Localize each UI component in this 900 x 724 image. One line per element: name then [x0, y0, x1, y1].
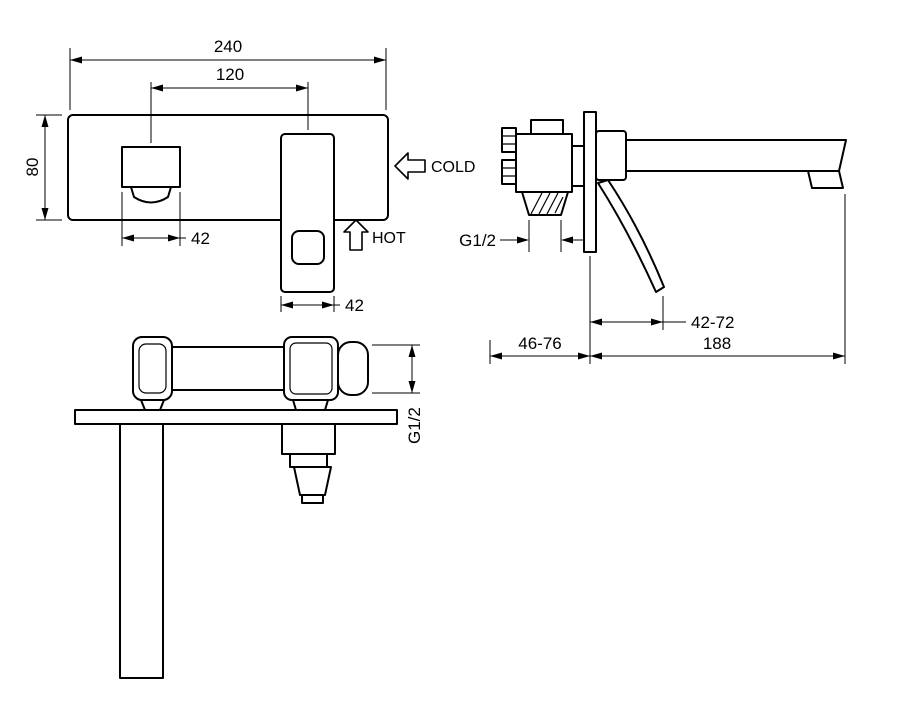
front-view: 240 120 80 42 42 [23, 37, 475, 315]
dim-arrows [408, 345, 416, 393]
spout-aerator-front [130, 186, 172, 204]
valve-body-outline [515, 119, 585, 193]
inwall-valve-body [501, 119, 585, 216]
handle-cutout-front [291, 230, 325, 265]
spout-side [595, 139, 847, 172]
bottom-connection [521, 191, 569, 216]
dim-label-handle-projection: 42-72 [691, 313, 734, 332]
plan-view: G1/2 [74, 336, 424, 679]
dim-label-connection-thread: G1/2 [405, 407, 424, 444]
inlet-thread-lines [502, 135, 516, 177]
dim-label-handle-width: 42 [345, 296, 364, 315]
dim-label-spout-width: 42 [191, 229, 210, 248]
dim-lines [150, 82, 309, 143]
cold-arrow-icon [394, 152, 426, 180]
dim-centers-spacing: 120 [150, 65, 309, 143]
dim-plate-height: 80 [23, 114, 62, 221]
dim-wall-depth: 46-76 [489, 334, 590, 364]
handle-plan [281, 423, 336, 504]
dim-label-inlet-thread: G1/2 [459, 231, 496, 250]
plate-connectors-plan [140, 399, 329, 411]
escutcheon-plate-side [583, 111, 597, 253]
wall-plate-plan [74, 409, 398, 425]
handle-side [595, 130, 665, 293]
handle-base-side [595, 130, 627, 181]
dim-lines [500, 220, 584, 252]
hatch-lines [530, 192, 564, 215]
dim-lines [489, 340, 590, 364]
dim-label-plate-width: 240 [214, 37, 242, 56]
dim-connection-thread: G1/2 [372, 344, 424, 444]
spout-body-front [121, 146, 181, 188]
dim-spout-reach: 188 [590, 194, 846, 364]
side-view: G1/2 42-72 46-76 188 [459, 111, 847, 364]
dim-plate-width: 240 [69, 37, 387, 110]
dim-lines [69, 48, 387, 110]
dim-spout-width: 42 [121, 192, 210, 248]
cold-label: COLD [431, 159, 475, 176]
dim-lines [590, 194, 846, 364]
cold-inlet-indicator: COLD [394, 152, 475, 180]
dim-lines [36, 114, 62, 221]
valve-block-plan [283, 336, 339, 401]
valve-cap-plan [337, 341, 369, 396]
dim-label-plate-height: 80 [23, 158, 42, 177]
dim-arrows [122, 234, 180, 242]
dim-label-centers-spacing: 120 [216, 65, 244, 84]
hot-label: HOT [372, 230, 406, 247]
hot-inlet-indicator: HOT [343, 219, 406, 251]
dim-arrows [490, 352, 590, 360]
spout-aerator-side [807, 170, 844, 189]
dim-arrows [517, 236, 573, 244]
body-plan [132, 336, 369, 411]
spout-mount-inner-plan [138, 343, 167, 394]
dim-label-wall-depth: 46-76 [518, 334, 561, 353]
wall-plate-front [67, 114, 389, 221]
spout-plan [119, 424, 164, 679]
dim-inlet-thread: G1/2 [459, 220, 584, 252]
dim-lines [589, 256, 686, 364]
dim-handle-width: 42 [280, 296, 364, 315]
body-tube-plan [172, 346, 284, 391]
handle-front [280, 133, 335, 293]
handle-lever-side [597, 179, 665, 293]
hot-arrow-icon [343, 219, 369, 251]
spout-front [121, 146, 181, 204]
handle-body-front [280, 133, 335, 293]
valve-block-inner-plan [289, 342, 333, 395]
dim-handle-projection: 42-72 [589, 256, 734, 364]
dim-arrows [41, 115, 49, 220]
dim-arrows [281, 301, 334, 309]
dim-label-spout-reach: 188 [703, 334, 731, 353]
